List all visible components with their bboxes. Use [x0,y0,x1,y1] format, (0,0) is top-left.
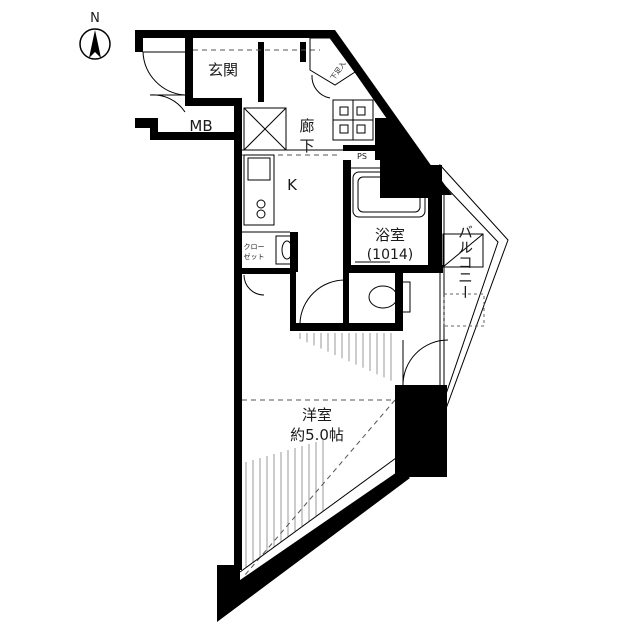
sink-icon [247,157,271,181]
washer-space [332,99,374,141]
room-label-kitchen: K [287,176,298,194]
room-label-bath-1: 浴室 [375,226,405,244]
stove-burner-icon-2 [256,209,266,219]
room-label-hallway-1: 廊 [299,117,314,135]
room-label-meter-box: MB [189,117,212,135]
room-label-closet-2: ゼット [244,252,265,261]
room-label-entrance: 玄関 [208,61,238,79]
interior-doors [243,274,449,386]
bathtub [352,171,426,263]
window-hatching [299,333,392,381]
room-label-western-room-1: 洋室 [302,406,332,424]
room-label-bath-2: (1014) [367,247,414,263]
toilet [368,281,411,313]
window-hatching-lower [245,440,324,568]
room-label-balcony: バルコニー [456,225,474,300]
north-label: N [90,11,100,26]
balcony-ac-unit [442,233,484,268]
washbasin [275,235,295,265]
north-arrow-icon [89,30,101,58]
fridge-space [243,107,287,151]
room-label-closet-1: クロー [244,243,265,251]
balcony-drain [443,293,485,327]
kitchen-counter [243,154,275,226]
room-label-pipe-space: PS [357,152,367,161]
entrance-door [142,51,186,113]
room-label-western-room-2: 約5.0帖 [290,426,344,444]
room-label-hallway-2: 下 [299,137,314,155]
walls [135,30,452,622]
balcony-area [439,163,509,426]
shoe-box-cabinet [309,37,356,99]
stove-burner-icon [256,199,266,209]
north-compass: N [79,11,111,60]
compass-circle [79,28,111,60]
interior-lines [193,49,428,576]
